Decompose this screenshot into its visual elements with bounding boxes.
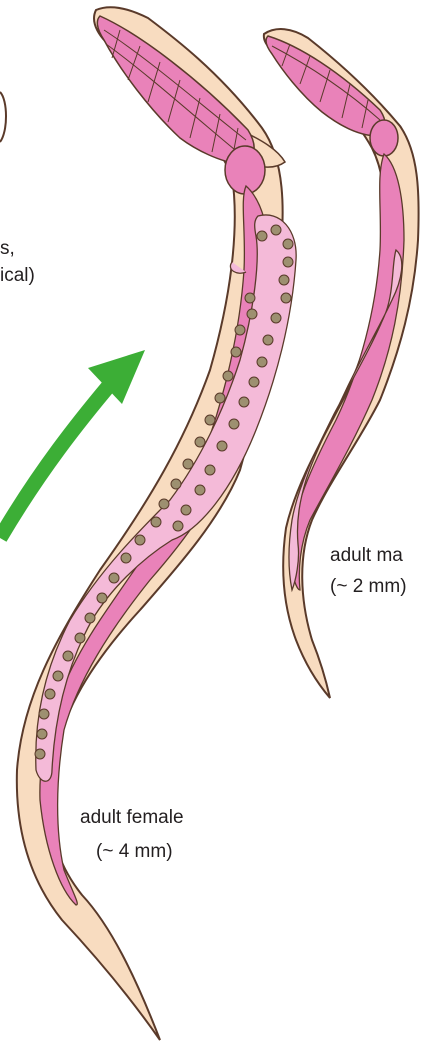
previous-stage-label-line1: s,: [0, 237, 15, 260]
male-bulb: [370, 120, 398, 156]
previous-stage-label-line2: ical): [0, 264, 35, 287]
male-name-label: adult ma: [330, 544, 403, 567]
green-arrow: [0, 350, 145, 538]
female-name-label: adult female: [80, 806, 184, 829]
female-size-label: (~ 4 mm): [96, 840, 173, 863]
male-size-label: (~ 2 mm): [330, 575, 407, 598]
previous-stage-circle-edge: [0, 92, 6, 142]
adult-female-worm: [17, 7, 296, 1040]
